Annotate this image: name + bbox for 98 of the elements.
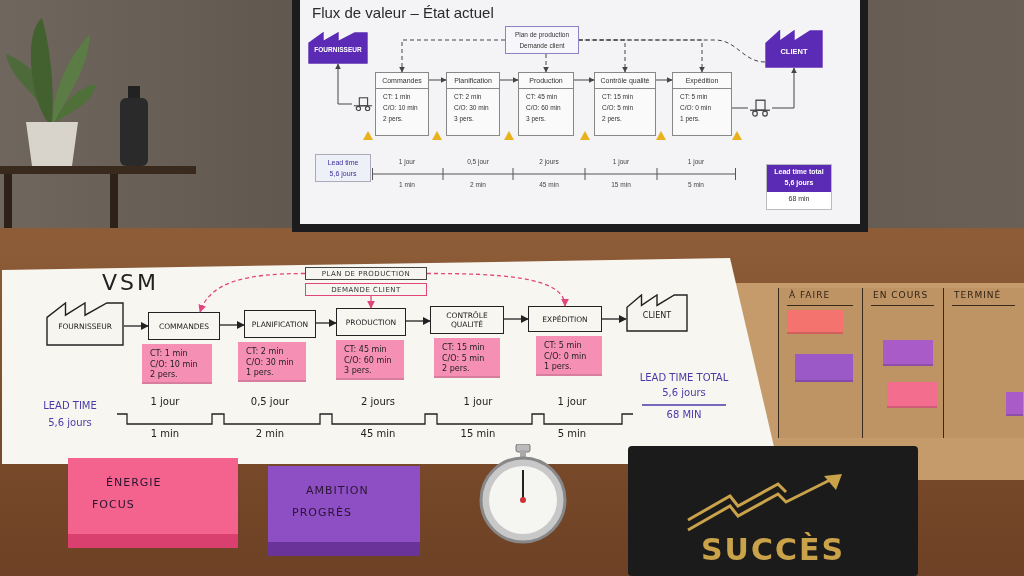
forklift-icon [352,96,374,112]
board-column [862,288,943,438]
sticky-note-text: CT: 45 min [344,345,387,354]
arrow [655,77,673,83]
process-box [336,308,406,336]
timeline-label: 1 jour [556,396,588,407]
sticky-note [336,340,404,380]
column-header: EN COURS [873,290,929,300]
board-column [943,288,1024,438]
sticky-note-text: CT: 1 min [150,349,188,358]
board-column [778,288,862,438]
process-box [430,306,504,334]
arrow [315,319,337,327]
timeline-label: 45 min [359,428,397,439]
lead-time-label: 5,6 jours [47,417,93,428]
arrow [503,315,529,323]
sticky-note-text: C/O: 60 min [344,355,392,365]
dashed-arrow [543,53,549,73]
process-box [528,306,602,332]
sticky-note [887,382,937,408]
pad-text: ÉNERGIE [106,476,162,489]
monitor-screen [292,0,868,232]
sticky-note [1006,392,1023,416]
sticky-note-text: C/O: 10 min [150,359,198,369]
lead-time-box [315,154,371,182]
factory-shape [308,32,368,64]
timeline-label: 1 min [149,428,181,439]
lead-time-total-box [766,164,832,210]
screen-title: Flux de valeur – État actuel [312,4,494,21]
sticky-note-text: C/O: 30 min [246,357,294,367]
arrow [219,321,245,329]
pad-text: PROGRÈS [292,506,353,519]
sticky-note-pad [68,458,238,548]
dashed-arrow [426,272,568,307]
process-box [446,72,500,136]
info-box [305,283,427,296]
lead-time-label: 68 MIN [665,409,703,420]
arrow [367,295,375,309]
dashed-line [578,39,766,63]
process-box [518,72,574,136]
dashed-arrow [199,272,306,313]
timeline-label: 1 jour [462,396,494,407]
sticky-note [795,354,853,382]
dashed-arrow [399,39,506,73]
arrow [428,77,447,83]
sticky-note [142,344,212,384]
pad-text: FOCUS [92,498,135,511]
sticky-note-text: CT: 2 min [246,347,284,356]
arrow [573,77,595,83]
sticky-note [536,336,602,376]
timeline-label: 15 min [459,428,497,439]
info-box [505,26,579,54]
sticky-note-text: CT: 15 min [442,343,485,352]
sticky-note-text: 2 pers. [442,364,470,373]
process-box [594,72,656,136]
lead-time-label: LEAD TIME [42,400,98,411]
factory-outline [46,302,124,346]
notebook-title: SUCCÈS [699,532,847,567]
sticky-note [787,310,843,334]
arrow [123,322,149,330]
process-box [148,312,220,340]
lead-time-label: 5,6 jours [661,387,707,398]
pad-text: AMBITION [306,484,369,497]
sticky-note-text: CT: 5 min [544,341,582,350]
sticky-note-text: C/O: 0 min [544,351,587,361]
sticky-note-text: 1 pers. [246,368,274,377]
sticky-note-text: 1 pers. [544,362,572,371]
factory-label: CLIENT [641,311,673,321]
column-header: À FAIRE [789,290,831,300]
connector-line [731,107,749,109]
notebook [628,446,918,576]
arrow [499,77,519,83]
sticky-note [238,342,306,382]
timeline-label: 1 jour [149,396,181,407]
arrow [601,315,627,323]
lead-time-label: LEAD TIME TOTAL [638,372,730,383]
arrow [335,63,353,105]
info-box [305,267,427,280]
timeline-label: 0,5 jour [249,396,291,407]
sticky-note [883,340,933,366]
process-box [375,72,429,136]
column-header: TERMINÉ [954,290,1002,300]
timeline-label: 2 min [254,428,286,439]
sticky-note-text: C/O: 5 min [442,353,485,363]
forklift-icon [748,98,772,118]
process-box [244,310,316,338]
process-box [672,72,732,136]
sticky-note [434,338,500,378]
arrow [405,317,431,325]
sticky-note-text: 2 pers. [150,370,178,379]
factory-outline [626,294,688,332]
arrow [771,67,797,109]
sticky-note-pad [268,466,420,556]
factory-shape [765,30,823,68]
sticky-note-text: 3 pers. [344,366,372,375]
timeline-label: 2 jours [359,396,397,407]
sheet-heading: VSM [102,270,159,295]
timeline-label: 5 min [556,428,588,439]
